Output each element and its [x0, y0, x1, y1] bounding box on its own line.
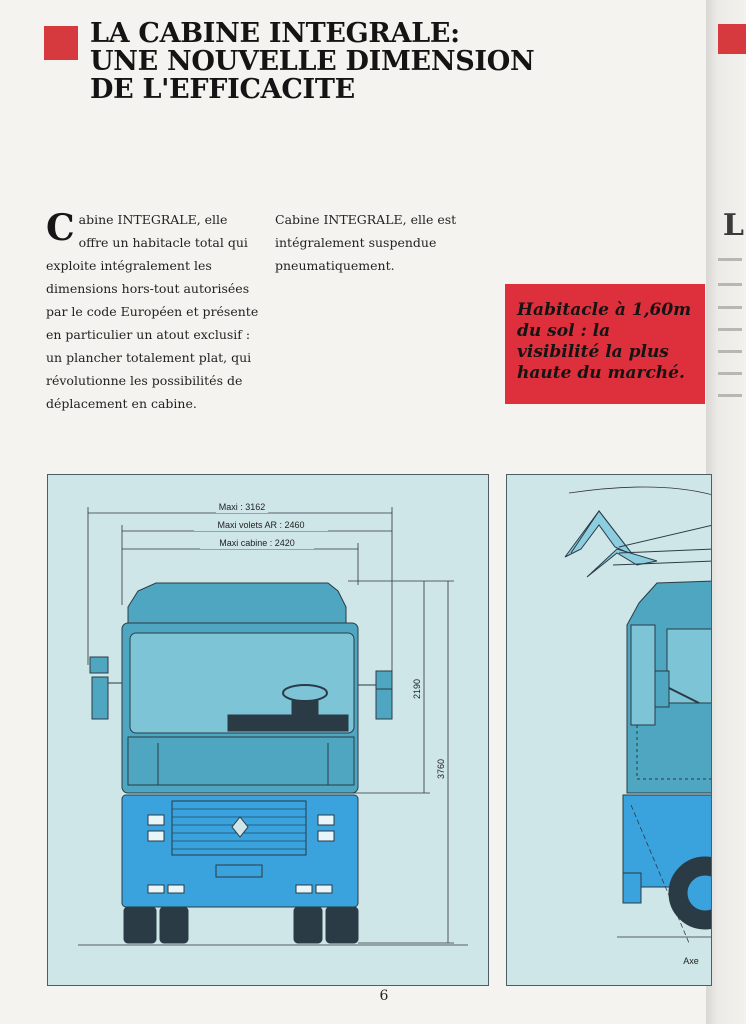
dim-2190-label: 2190	[412, 679, 422, 699]
page-number: 6	[379, 988, 389, 1004]
front-view-diagram: Maxi : 3162 Maxi volets AR : 2460 Maxi c…	[47, 474, 489, 986]
title-line-3: DE L'EFFICACITE	[90, 74, 355, 105]
adjacent-page-text-line	[718, 258, 742, 261]
title-line-1: LA CABINE INTEGRALE:	[90, 18, 460, 49]
adjacent-page-text-line	[718, 306, 742, 309]
adjacent-page-text-line	[718, 350, 742, 353]
adjacent-page-text-line	[718, 328, 742, 331]
side-view-drawing: Axe	[564, 486, 711, 966]
side-view-diagram: Axe	[506, 474, 712, 986]
page-title: LA CABINE INTEGRALE: UNE NOUVELLE DIMENS…	[90, 18, 535, 105]
body-text-1: abine INTEGRALE, elle offre un habitacle…	[46, 212, 259, 411]
visibility-callout: Habitacle à 1,60m du sol : la visibilité…	[505, 284, 705, 404]
callout-text: Habitacle à 1,60m du sol : la visibilité…	[517, 300, 692, 383]
title-red-square	[44, 26, 78, 60]
adjacent-page-text-line	[718, 372, 742, 375]
body-text-2: Cabine INTEGRALE, elle est intégralement…	[275, 212, 457, 273]
front-view-drawing: Maxi : 3162 Maxi volets AR : 2460 Maxi c…	[78, 501, 468, 946]
title-line-2: UNE NOUVELLE DIMENSION	[90, 46, 535, 77]
dim-3760-label: 3760	[436, 759, 446, 779]
dim-maxi-label: Maxi : 3162	[219, 502, 266, 512]
axe-label: Axe	[683, 956, 699, 966]
adjacent-page-red-square	[718, 24, 746, 54]
adjacent-page-text-line	[718, 283, 742, 286]
adjacent-page-edge: L	[706, 0, 746, 1024]
dim-volets-label: Maxi volets AR : 2460	[217, 520, 304, 530]
dim-cabine-label: Maxi cabine : 2420	[219, 538, 295, 548]
drop-cap: C	[46, 207, 75, 249]
adjacent-page-text-line	[718, 394, 742, 397]
body-column-2: Cabine INTEGRALE, elle est intégralement…	[275, 208, 490, 277]
adjacent-page-dropcap: L	[722, 208, 744, 243]
